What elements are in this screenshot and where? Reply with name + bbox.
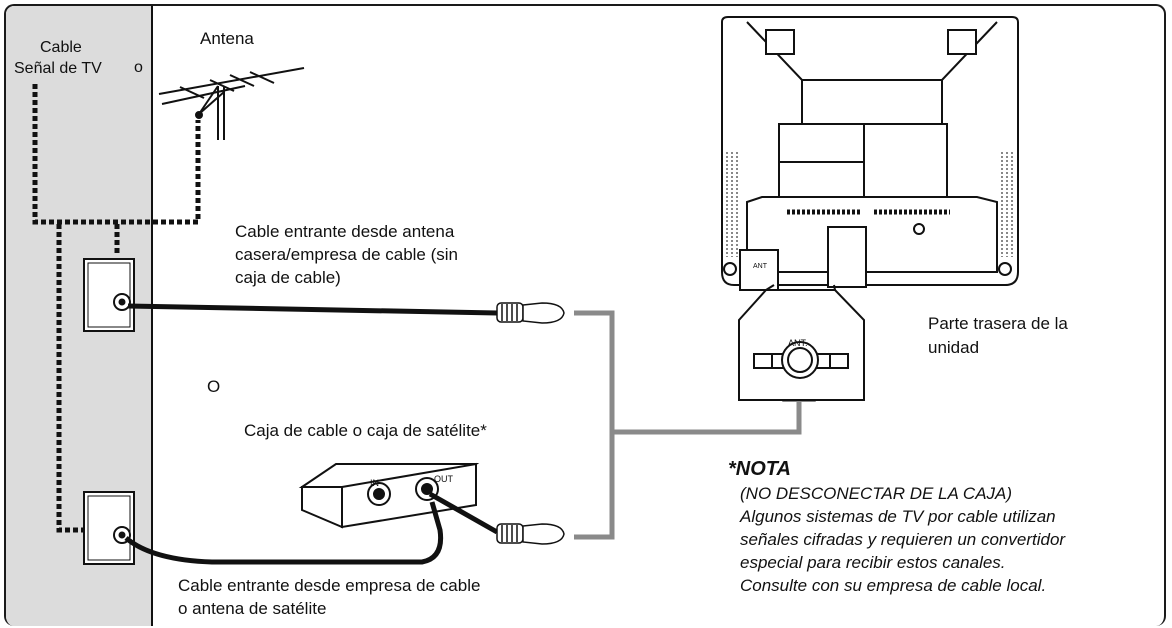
ant-port-callout	[738, 284, 865, 401]
rear-of-unit-line2: unidad	[928, 338, 980, 357]
cable-signal-label-line1: Cable	[40, 39, 82, 56]
wall-outlet-lower	[83, 491, 135, 565]
signal-dotted-lines	[32, 84, 201, 533]
nota-line-5: Consulte con su empresa de cable local.	[740, 576, 1047, 595]
incoming-company-line1: Cable entrante desde empresa de cable	[178, 576, 481, 595]
coax-plug-lower	[496, 523, 565, 545]
antenna-icon	[158, 67, 305, 140]
cable-box-icon	[298, 462, 480, 529]
nota-line-4: especial para recibir estos canales.	[740, 553, 1006, 572]
ant-port-label: ANT.	[788, 338, 808, 348]
tv-vents	[726, 152, 1013, 257]
diagram-frame: Cable Señal de TV o Antena Cable entrant…	[4, 4, 1166, 626]
wall-outlet-upper	[83, 258, 135, 332]
nota-line-3: señales cifradas y requieren un converti…	[740, 530, 1066, 549]
incoming-antenna-line1: Cable entrante desde antena	[235, 222, 455, 241]
coax-plug-upper	[496, 302, 565, 324]
nota-line-1: (NO DESCONECTAR DE LA CAJA)	[740, 484, 1013, 503]
ant-small-label: ANT	[753, 263, 767, 270]
coax-cable-upper	[127, 303, 498, 316]
box-out-label: OUT	[434, 474, 453, 484]
coax-cable-lower	[124, 501, 444, 565]
antenna-label: Antena	[200, 29, 254, 48]
incoming-antenna-line2: casera/empresa de cable (sin	[235, 245, 459, 264]
coax-cable-out	[428, 491, 499, 535]
or-label: O	[207, 377, 221, 396]
cable-box-title: Caja de cable o caja de satélite*	[244, 421, 487, 440]
tv-rear-icon	[721, 16, 1019, 291]
incoming-company-line2: o antena de satélite	[178, 599, 327, 618]
cable-signal-label-line2: Señal de TV	[14, 60, 102, 77]
connection-diagram	[6, 6, 1019, 626]
nota-line-2: Algunos sistemas de TV por cable utiliza…	[740, 507, 1056, 526]
box-in-label: IN	[370, 478, 379, 488]
incoming-antenna-line3: caja de cable)	[235, 268, 341, 287]
nota-title: *NOTA	[728, 458, 791, 480]
zero-mark: o	[134, 59, 143, 76]
rear-of-unit-line1: Parte trasera de la	[928, 314, 1068, 333]
connector-bracket	[574, 310, 802, 540]
